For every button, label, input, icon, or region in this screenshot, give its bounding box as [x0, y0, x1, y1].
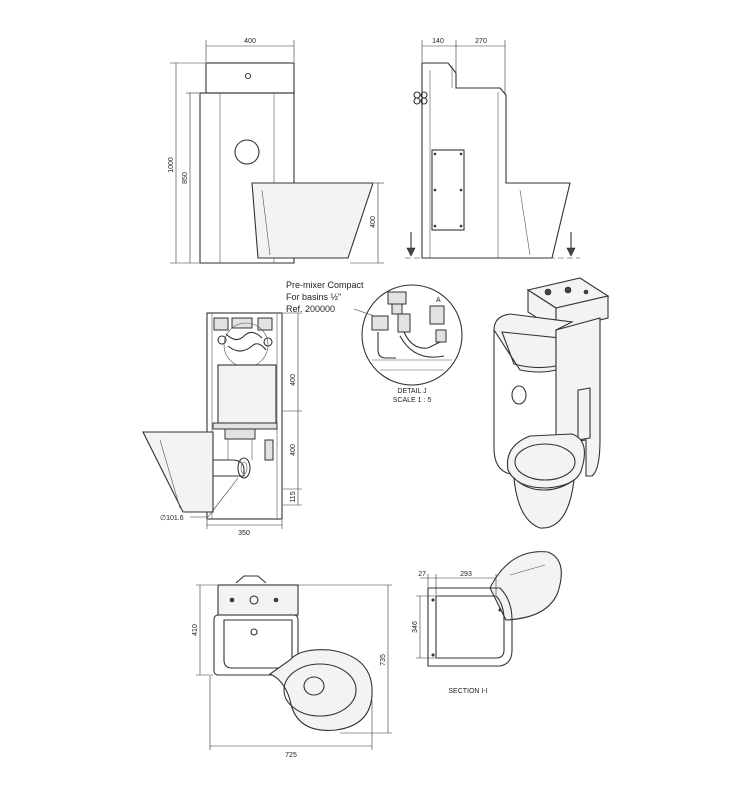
dim-rear-115: 115 [290, 491, 297, 502]
dim-front-total-height: 1000 [168, 157, 175, 173]
side-profile [421, 62, 571, 259]
rear-frame [206, 312, 283, 520]
section-frame-outer [427, 587, 513, 667]
side-access-panel [431, 149, 465, 231]
rear-bowl-section [142, 431, 214, 513]
iso-access-port [511, 385, 527, 405]
detail-j-circle [361, 284, 463, 386]
dim-section-293: 293 [460, 571, 472, 578]
rear-cistern [217, 364, 277, 424]
dim-front-width: 400 [244, 38, 256, 45]
side-elevation-view: 140 270 [405, 38, 580, 259]
dim-section-27: 27 [418, 571, 426, 578]
section-frame-inner [435, 595, 505, 659]
rear-section-view: 400 400 115 350 ∅101.6 [142, 312, 302, 537]
callout-line-1: Pre-mixer Compact [286, 280, 364, 290]
section-title: SECTION I-I [448, 688, 487, 695]
iso-bowl-body [513, 476, 575, 529]
callout-line-2: For basins ½" [286, 292, 341, 302]
dim-front-850: 850 [182, 172, 189, 184]
dim-rear-diameter: ∅101.6 [160, 515, 184, 522]
dim-plan-410: 410 [192, 624, 199, 636]
plan-basin-outer [213, 614, 299, 676]
dim-front-bowl-height: 400 [370, 216, 377, 228]
front-access-port [234, 139, 260, 165]
detail-j-view: A DETAIL J SCALE 1 : 5 [361, 284, 463, 404]
dim-rear-width: 350 [238, 530, 250, 537]
dim-rear-400-upper: 400 [290, 374, 297, 386]
dim-side-140: 140 [432, 38, 444, 45]
front-elevation-view: 400 1000 850 400 [168, 38, 384, 264]
dim-plan-width: 725 [285, 752, 297, 759]
front-bowl [251, 182, 374, 259]
callout-line-3: Ref. 200000 [286, 304, 335, 314]
premixer-callout: Pre-mixer Compact For basins ½" Ref. 200… [286, 280, 381, 319]
detail-scale: SCALE 1 : 5 [393, 397, 432, 404]
rear-outlet-pipe [237, 457, 251, 479]
section-bowl-outline [489, 551, 562, 621]
dim-side-270: 270 [475, 38, 487, 45]
detail-title: DETAIL J [397, 388, 426, 395]
front-flush-button [244, 72, 252, 80]
plan-bowl [268, 649, 373, 731]
dim-section-346: 346 [412, 621, 419, 633]
dim-plan-depth: 735 [380, 654, 387, 666]
dim-rear-400-lower: 400 [290, 444, 297, 456]
plan-view: 410 735 725 [192, 575, 392, 759]
plan-basin-inner [223, 619, 293, 669]
isometric-view [493, 277, 610, 529]
section-i-i-view: 27 293 346 SECTION I-I [412, 551, 562, 695]
detail-marker-a: A [436, 297, 441, 304]
